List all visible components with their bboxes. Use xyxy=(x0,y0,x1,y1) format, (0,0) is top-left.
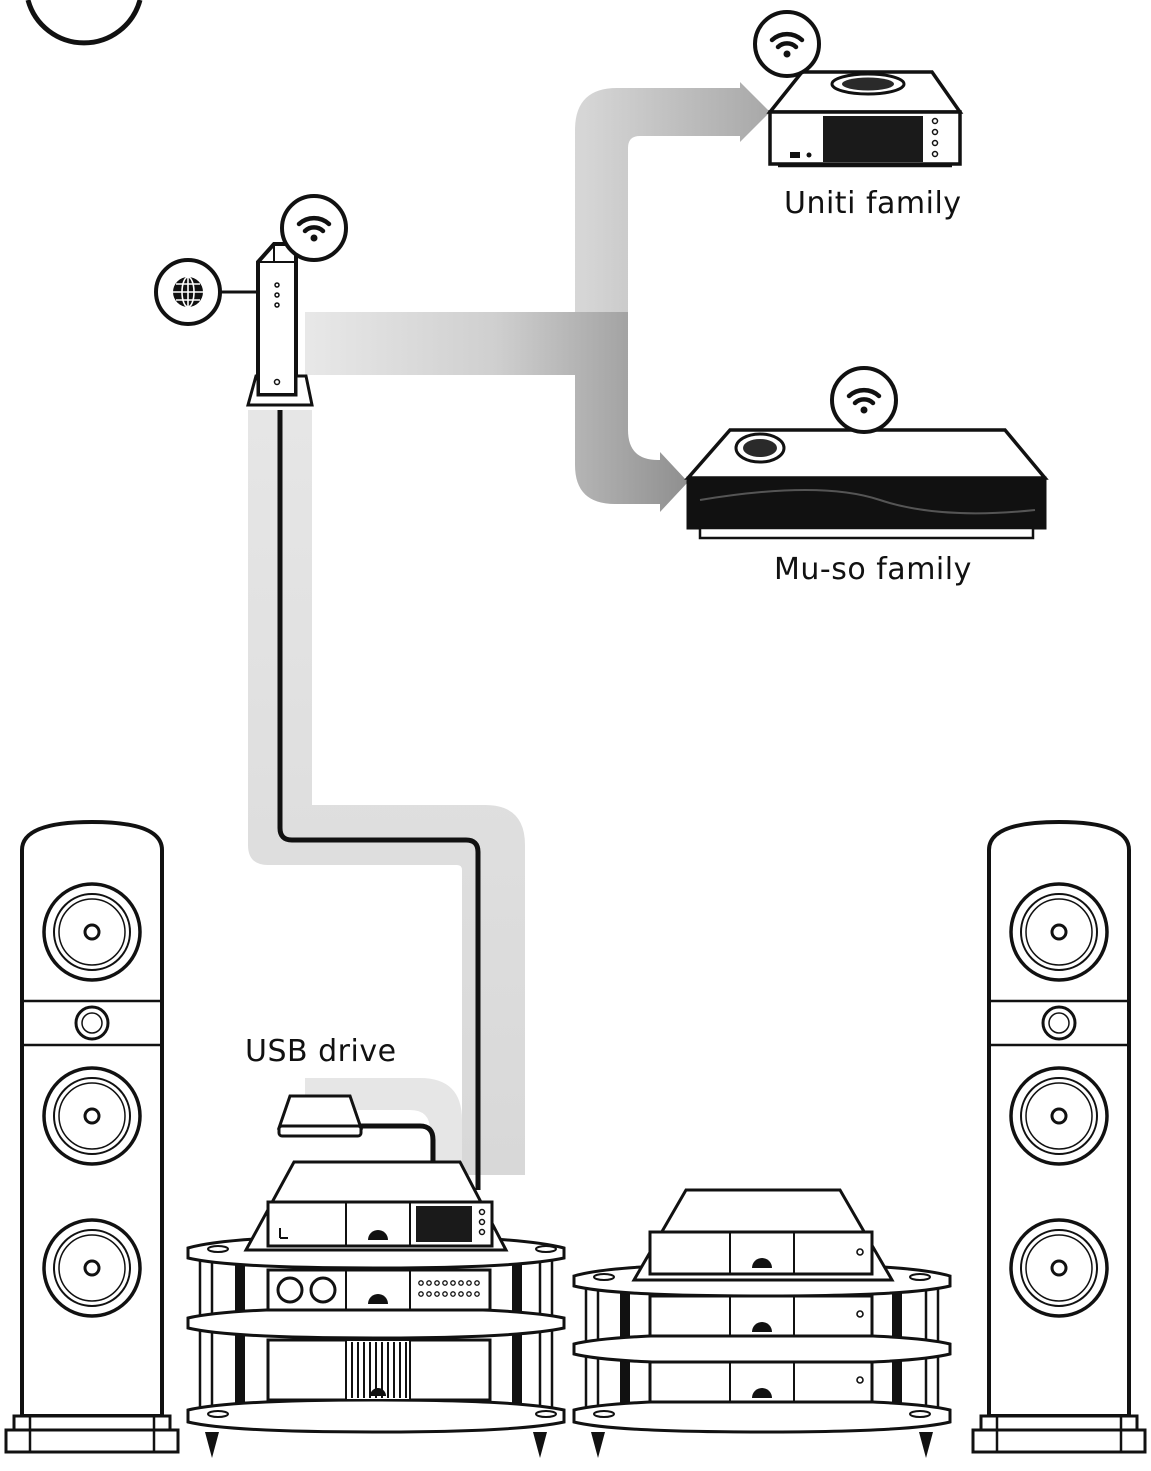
globe-icon xyxy=(154,258,222,326)
ethernet-cable xyxy=(277,410,481,1190)
wired-path-band xyxy=(248,410,525,1175)
uniti-device xyxy=(766,70,964,168)
wireless-path-muso xyxy=(305,312,688,512)
tweeter xyxy=(74,1005,110,1041)
wifi-icon xyxy=(830,366,898,434)
wireless-path-uniti xyxy=(305,82,770,330)
muso-device xyxy=(684,428,1049,540)
woofer xyxy=(42,1218,142,1318)
corner-circle xyxy=(25,0,143,46)
right-speaker xyxy=(971,819,1147,1454)
usb-cable xyxy=(360,1123,436,1166)
right-rack xyxy=(572,1188,952,1458)
usb-drive-label: USB drive xyxy=(245,1034,397,1069)
wifi-icon xyxy=(280,194,348,262)
woofer xyxy=(42,882,142,982)
uniti-family-label: Uniti family xyxy=(784,186,962,221)
woofer xyxy=(1009,1066,1109,1166)
woofer xyxy=(1009,1218,1109,1318)
router xyxy=(220,242,314,407)
left-rack xyxy=(186,1160,566,1458)
muso-family-label: Mu-so family xyxy=(774,552,972,587)
woofer xyxy=(1009,882,1109,982)
tweeter xyxy=(1041,1005,1077,1041)
wifi-icon xyxy=(753,10,821,78)
woofer xyxy=(42,1066,142,1166)
usb-drive xyxy=(276,1094,364,1138)
left-speaker xyxy=(4,819,180,1454)
